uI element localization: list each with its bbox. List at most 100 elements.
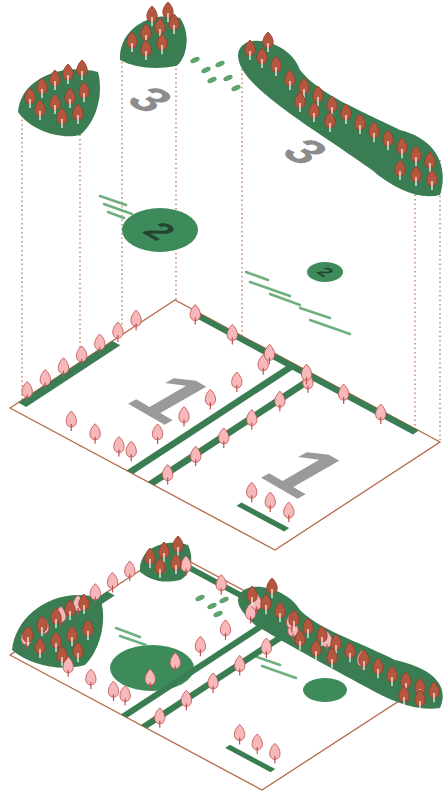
tree	[397, 138, 407, 158]
tree	[311, 640, 321, 660]
tree	[155, 18, 165, 38]
callout-number: 3	[118, 81, 183, 118]
tree	[163, 2, 173, 22]
tree	[83, 620, 93, 640]
tree	[79, 594, 89, 614]
tree	[141, 40, 151, 60]
tree	[264, 344, 274, 364]
tree	[50, 94, 60, 114]
tree	[57, 108, 67, 128]
tree	[219, 428, 229, 448]
tree	[261, 594, 271, 614]
tree	[263, 32, 273, 52]
tree	[76, 346, 86, 366]
tree	[57, 646, 67, 666]
tree	[120, 686, 130, 706]
tree	[65, 600, 75, 620]
tree	[67, 626, 77, 646]
tree	[235, 655, 245, 675]
tree	[114, 437, 124, 457]
tree	[73, 642, 83, 662]
tree	[341, 104, 351, 124]
tree	[90, 424, 100, 444]
tree	[415, 690, 425, 710]
tree	[425, 152, 435, 172]
tree	[195, 636, 205, 656]
tree	[261, 638, 271, 658]
tree	[247, 586, 257, 606]
tree	[399, 686, 409, 706]
tree	[275, 602, 285, 622]
tree	[227, 324, 237, 344]
tree	[191, 446, 201, 466]
tree	[411, 166, 421, 186]
tree	[131, 310, 141, 330]
tree	[295, 630, 305, 650]
ground-plane	[10, 300, 440, 550]
tree	[40, 370, 50, 390]
tree	[155, 558, 165, 578]
green-strip	[190, 311, 418, 434]
tree	[275, 391, 285, 411]
tree	[22, 381, 32, 401]
tree	[79, 82, 89, 102]
tree	[73, 104, 83, 124]
tree	[376, 404, 386, 424]
leaves	[189, 56, 241, 619]
tree	[411, 146, 421, 166]
tree	[77, 60, 87, 80]
tree	[327, 648, 337, 668]
green-strip	[181, 563, 398, 680]
green-strip	[237, 503, 290, 532]
tree	[23, 626, 33, 646]
tree	[35, 100, 45, 120]
tree	[35, 638, 45, 658]
green-strip	[121, 612, 284, 718]
tree	[285, 70, 295, 90]
tree	[25, 88, 35, 108]
tree	[267, 578, 277, 598]
tree	[58, 358, 68, 378]
tree	[86, 669, 96, 689]
tree	[145, 548, 155, 568]
tree	[234, 724, 244, 744]
tree	[427, 170, 437, 190]
tree	[373, 658, 383, 678]
tree	[208, 673, 218, 693]
tree	[270, 743, 280, 763]
tree	[90, 584, 100, 604]
tree	[50, 70, 60, 90]
tree	[429, 682, 439, 702]
tree	[359, 650, 369, 670]
wind-dashes	[100, 196, 350, 678]
tree	[345, 642, 355, 662]
tree	[355, 114, 365, 134]
tree	[369, 122, 379, 142]
tree	[145, 669, 155, 689]
tree	[108, 681, 118, 701]
green-strip	[225, 745, 275, 772]
tree	[162, 465, 172, 485]
tree	[157, 34, 167, 54]
tree	[232, 372, 242, 392]
tree	[181, 556, 191, 576]
tree	[216, 575, 226, 595]
trees	[21, 2, 439, 763]
tree	[383, 130, 393, 150]
tree	[395, 160, 405, 180]
green-strip	[18, 341, 120, 407]
tree-clusters	[12, 16, 443, 709]
green-strip	[141, 623, 304, 729]
tree	[171, 554, 181, 574]
callout-number: 3	[273, 133, 338, 170]
tree	[338, 384, 348, 404]
tree	[107, 572, 117, 592]
tree	[190, 305, 200, 325]
tree	[127, 32, 137, 52]
tree	[289, 610, 299, 630]
tree	[66, 411, 76, 431]
tree	[65, 88, 75, 108]
tree	[181, 690, 191, 710]
tree	[257, 48, 267, 68]
